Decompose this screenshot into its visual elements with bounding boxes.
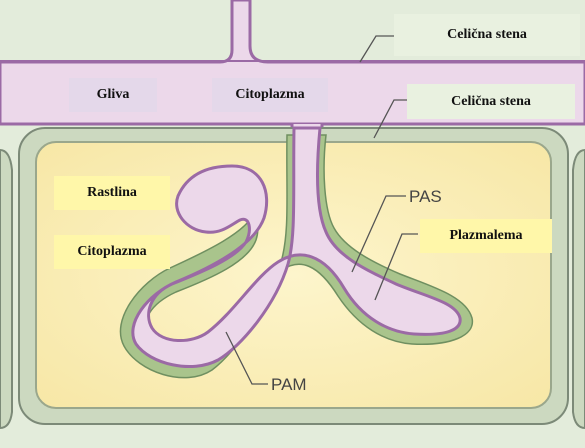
label-celicna-stena-top: Celična stena — [394, 14, 580, 56]
label-pas: PAS — [409, 187, 442, 206]
label-pam: PAM — [271, 375, 307, 394]
right-neighbor-cell — [573, 150, 585, 428]
left-neighbor-cell — [0, 150, 12, 428]
label-citoplazma-plant: Citoplazma — [54, 235, 170, 269]
label-rastlina: Rastlina — [54, 176, 170, 210]
label-citoplazma-fungus: Citoplazma — [212, 78, 328, 112]
label-celicna-stena-mid: Celična stena — [407, 84, 575, 119]
label-plazmalema: Plazmalema — [420, 219, 552, 253]
label-gliva: Gliva — [69, 78, 157, 112]
